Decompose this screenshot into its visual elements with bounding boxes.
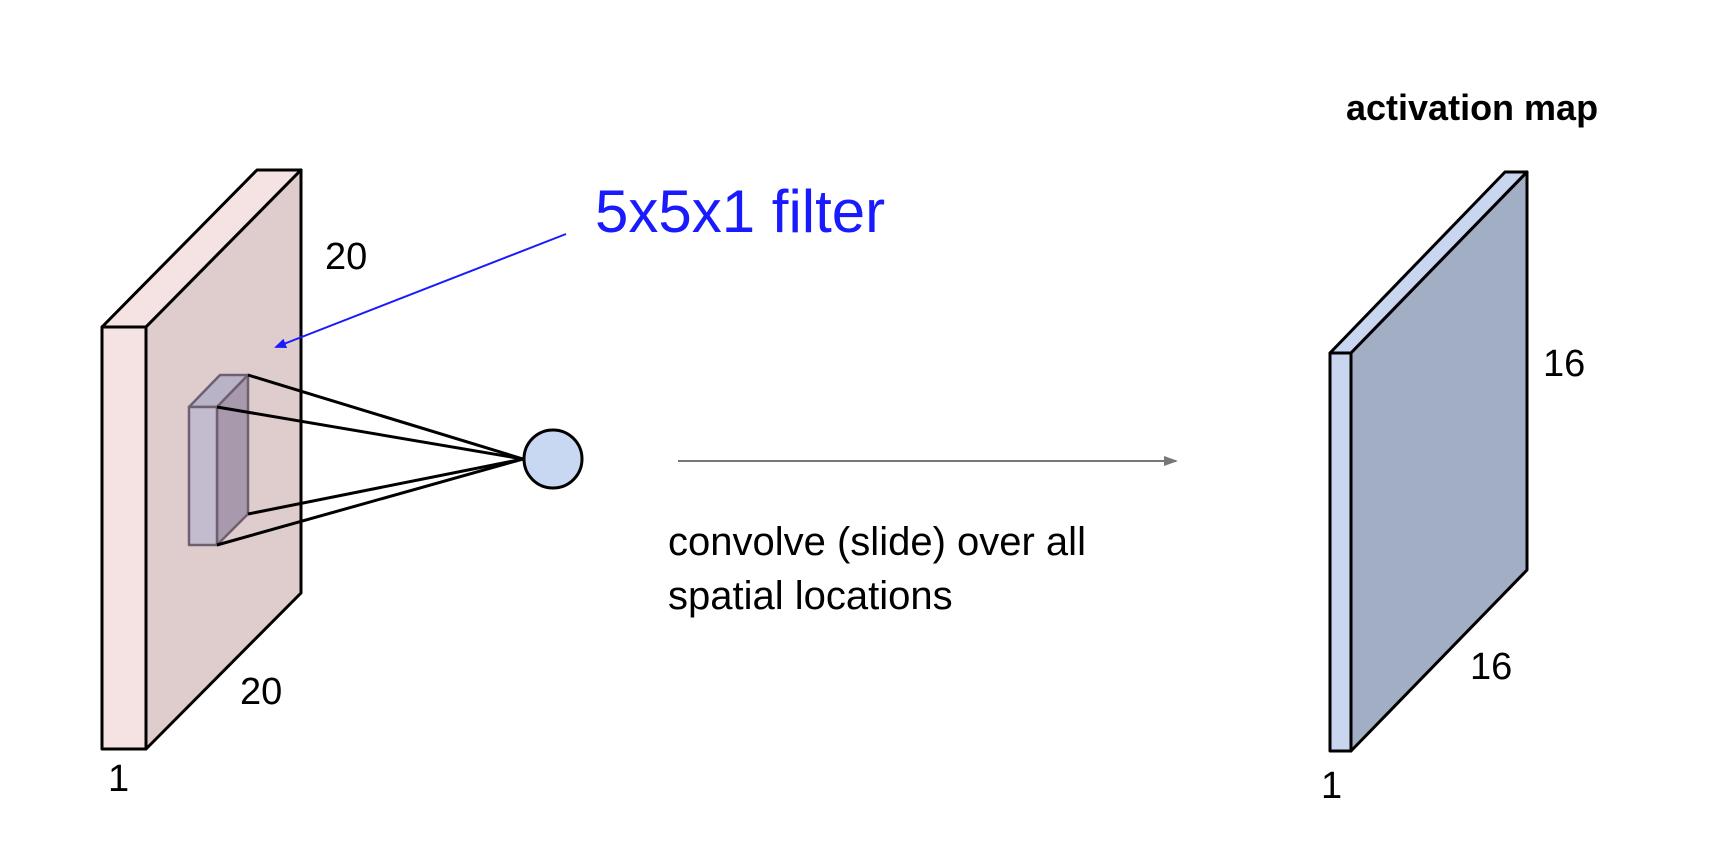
input-height-label: 20 (325, 236, 368, 278)
filter-label: 5x5x1 filter (595, 178, 886, 245)
connection-line (247, 373, 524, 461)
connection-line (216, 457, 524, 547)
convolve-line-2: spatial locations (668, 574, 953, 618)
filter-connections (216, 373, 524, 547)
convolve-description: convolve (slide) over all spatial locati… (668, 515, 1086, 623)
activation-map-front-face (1328, 351, 1353, 753)
input-width-label: 20 (240, 671, 283, 713)
filter-patch-side-face (215, 373, 250, 547)
output-neuron (522, 428, 584, 490)
connection-line (216, 405, 524, 461)
activation-width-label: 16 (1470, 646, 1513, 688)
connection-line (247, 457, 524, 516)
convolve-line-1: convolve (slide) over all (668, 520, 1086, 564)
activation-map-volume (1328, 170, 1529, 753)
activation-height-label: 16 (1543, 343, 1586, 385)
input-volume-front-face (100, 325, 148, 751)
filter-patch-front-face (187, 405, 219, 547)
filter-pointer-arrow (274, 233, 567, 349)
activation-map-title: activation map (1346, 87, 1599, 128)
activation-depth-label: 1 (1321, 765, 1343, 807)
filter-patch (187, 373, 250, 547)
input-depth-label: 1 (108, 758, 130, 800)
